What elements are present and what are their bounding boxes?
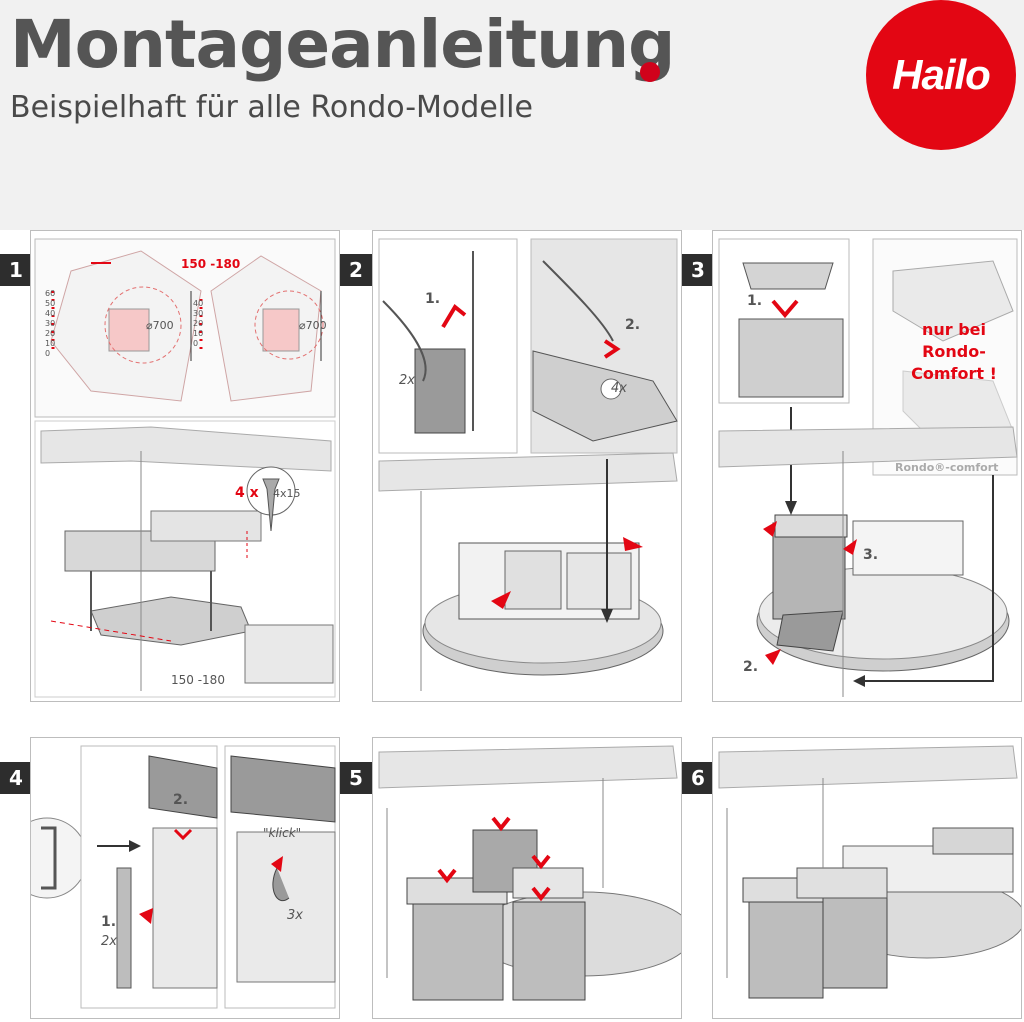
step-4-label-2: 2. bbox=[173, 792, 189, 808]
comfort-caption: Rondo®-comfort bbox=[895, 461, 999, 474]
scale-right: 40 30 20 10 0 bbox=[193, 299, 203, 349]
step-3-panel: 1. 2. 3. nur bei Rondo- Comfort ! Rondo®… bbox=[712, 230, 1022, 702]
width-range-bottom: 150 -180 bbox=[171, 673, 225, 687]
step-6-panel bbox=[712, 737, 1022, 1019]
scale-left-tick: 30 bbox=[45, 319, 56, 328]
step-1-illustration bbox=[34, 238, 336, 698]
step-3-illustration bbox=[718, 238, 1018, 697]
scale-right-tick: 40 bbox=[193, 299, 204, 308]
width-range-top: 150 -180 bbox=[181, 257, 241, 271]
scale-right-tick: 30 bbox=[193, 309, 204, 318]
diameter-left: ⌀700 bbox=[146, 319, 174, 332]
scale-left: 60 50 40 30 20 10 0 bbox=[45, 289, 55, 359]
header: Montageanleitung Beispielhaft für alle R… bbox=[0, 0, 1024, 230]
hailo-logo: Hailo bbox=[866, 0, 1016, 150]
step-badge-5: 5 bbox=[340, 762, 372, 794]
step-4-count-3: 3x bbox=[287, 908, 303, 923]
step-5-illustration bbox=[378, 745, 681, 1001]
screw-size: 4x15 bbox=[273, 487, 301, 500]
step-2-count-a: 2x bbox=[399, 373, 415, 388]
step-1-panel: 150 -180 ⌀700 ⌀700 60 50 40 30 20 10 0 4… bbox=[30, 230, 340, 702]
step-2-label-b: 2. bbox=[625, 317, 641, 333]
scale-left-tick: 60 bbox=[45, 289, 56, 298]
page-title: Montageanleitung bbox=[10, 6, 675, 83]
step-badge-4: 4 bbox=[0, 762, 32, 794]
step-3-label-1: 1. bbox=[747, 293, 763, 309]
screw-count: 4 x bbox=[235, 485, 259, 501]
scale-right-tick: 10 bbox=[193, 329, 204, 338]
scale-left-tick: 50 bbox=[45, 299, 56, 308]
scale-left-tick: 40 bbox=[45, 309, 56, 318]
step-badge-3: 3 bbox=[682, 254, 714, 286]
comfort-note: nur bei Rondo- Comfort ! bbox=[899, 319, 1009, 385]
step-2-label-a: 1. bbox=[425, 291, 441, 307]
step-4-label-1: 1. bbox=[101, 914, 117, 930]
comfort-note-line: Comfort ! bbox=[911, 364, 997, 383]
comfort-note-line: nur bei bbox=[921, 320, 987, 339]
step-3-label-2: 2. bbox=[743, 659, 759, 675]
step-6-illustration bbox=[718, 745, 1021, 999]
step-2-count-b: 4x bbox=[611, 381, 627, 396]
step-5-panel bbox=[372, 737, 682, 1019]
step-4-illustration bbox=[31, 745, 336, 1009]
logo-text: Hailo bbox=[892, 51, 991, 98]
title-dot bbox=[640, 62, 660, 82]
step-badge-2: 2 bbox=[340, 254, 372, 286]
step-badge-6: 6 bbox=[682, 762, 714, 794]
step-badge-1: 1 bbox=[0, 254, 32, 286]
step-4-panel: 1. 2x 2. "klick" 3x bbox=[30, 737, 340, 1019]
diameter-right: ⌀700 bbox=[299, 319, 327, 332]
scale-right-tick: 20 bbox=[193, 319, 204, 328]
step-2-panel: 1. 2x 2. 4x bbox=[372, 230, 682, 702]
page-subtitle: Beispielhaft für alle Rondo-Modelle bbox=[10, 90, 533, 125]
step-2-illustration bbox=[378, 238, 678, 691]
step-3-label-3: 3. bbox=[863, 547, 879, 563]
step-4-click: "klick" bbox=[263, 826, 302, 840]
step-4-count-1: 2x bbox=[101, 934, 117, 949]
scale-left-tick: 10 bbox=[45, 339, 56, 348]
comfort-note-line: Rondo- bbox=[922, 342, 986, 361]
scale-right-tick: 0 bbox=[193, 339, 199, 348]
scale-left-tick: 0 bbox=[45, 349, 51, 358]
scale-left-tick: 20 bbox=[45, 329, 56, 338]
